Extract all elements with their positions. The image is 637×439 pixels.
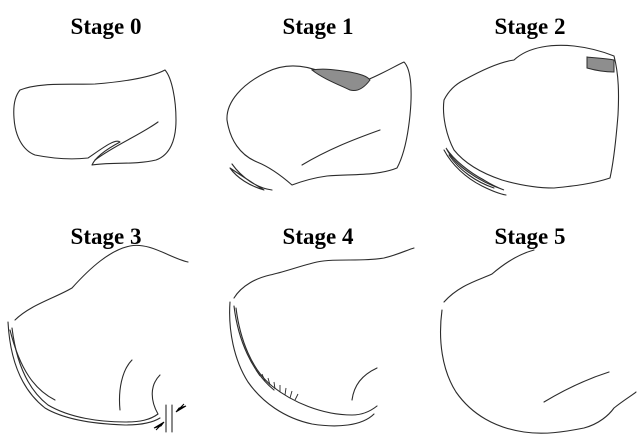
stage-3-bone-outline	[15, 245, 188, 320]
stage-1-drawing	[212, 0, 424, 219]
stage-1-lesion	[312, 69, 370, 90]
stage-4-cartilage-line	[234, 306, 274, 390]
stage-3-arrow-bottom-icon	[154, 422, 164, 430]
stage-4-bone-outline	[234, 248, 414, 298]
panel-stage-3: Stage 3	[0, 210, 212, 429]
stage-0-bone-outline	[14, 70, 176, 165]
stage-4-lesion-line	[236, 308, 377, 415]
stage-2-lesion-fragment	[446, 148, 504, 190]
stage-0-articular-line	[95, 122, 158, 160]
stage-5-bone-outline	[444, 250, 534, 302]
stage-2-drawing	[424, 0, 636, 219]
stage-0-drawing	[0, 0, 212, 219]
panel-stage-2: Stage 2	[424, 0, 636, 219]
panel-stage-4: Stage 4	[212, 210, 424, 429]
stage-4-hatch-marks	[256, 370, 298, 400]
panel-stage-0: Stage 0	[0, 0, 212, 219]
stage-3-fragment-1	[8, 322, 160, 425]
stage-5-drawing	[424, 210, 636, 439]
stage-5-inner-line	[544, 372, 609, 402]
stage-2-lesion-top	[587, 57, 614, 72]
stage-3-articular-outline	[12, 328, 160, 422]
stage-4-articular-outline	[230, 302, 374, 426]
panel-stage-5: Stage 5	[424, 210, 636, 429]
stage-3-inner-line	[120, 360, 133, 410]
stage-3-arrow-top-icon	[176, 404, 186, 412]
stage-5-articular-outline	[441, 310, 636, 433]
stage-1-fragment	[230, 164, 272, 190]
stage-4-drawing	[212, 210, 424, 439]
stage-1-bone-outline	[227, 62, 411, 185]
panel-stage-1: Stage 1	[212, 0, 424, 219]
stage-4-inner-line	[352, 368, 377, 400]
stage-1-articular-line	[302, 130, 380, 165]
stage-3-drawing	[0, 210, 212, 439]
